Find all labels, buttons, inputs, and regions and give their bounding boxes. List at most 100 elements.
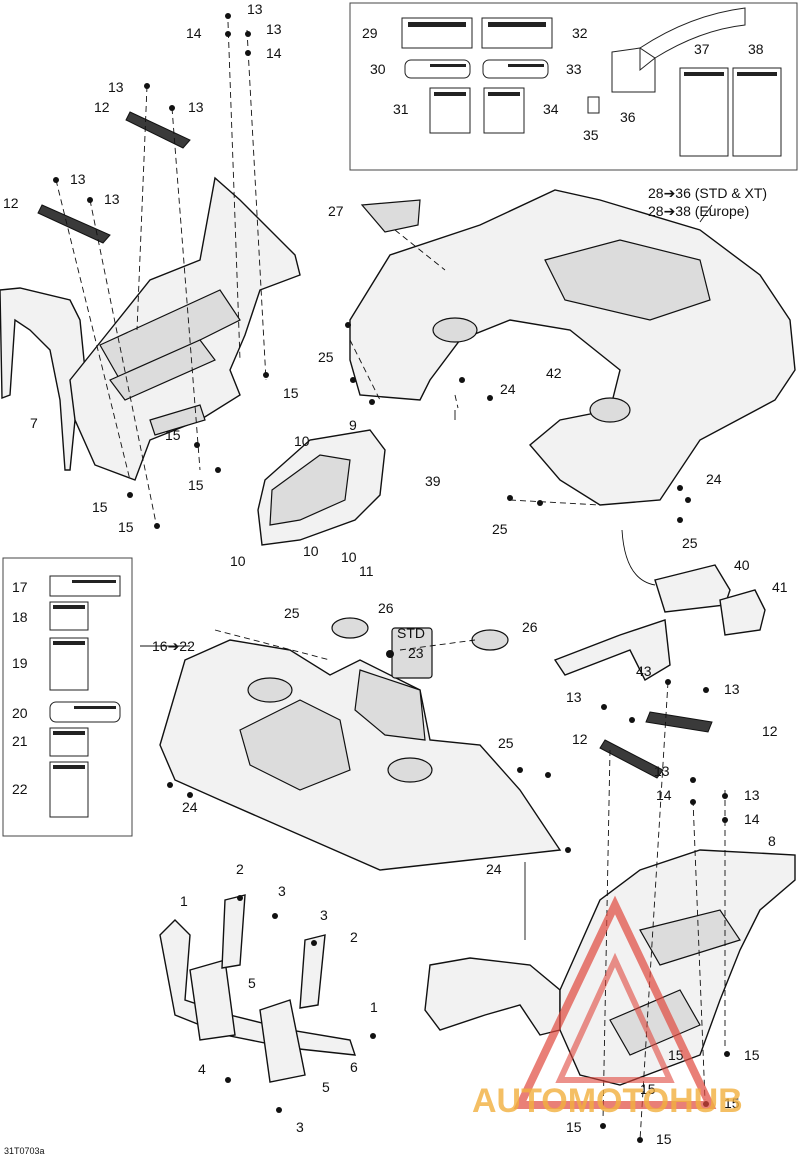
group-std-xt: 28➔36 (STD & XT) <box>648 185 767 201</box>
callout-15: 15 <box>668 1047 684 1063</box>
callout-7: 7 <box>30 415 38 431</box>
decal-group-top <box>401 7 782 157</box>
callout-30: 30 <box>370 61 386 77</box>
callout-24: 24 <box>182 799 198 815</box>
fasteners <box>53 13 730 1143</box>
callout-2: 2 <box>350 929 358 945</box>
callout-15: 15 <box>165 427 181 443</box>
callout-22: 22 <box>12 781 28 797</box>
callout-13: 13 <box>247 1 263 17</box>
callout-34: 34 <box>543 101 559 117</box>
front-bracket <box>257 429 386 546</box>
callout-14: 14 <box>656 787 672 803</box>
callout-25: 25 <box>284 605 300 621</box>
callout-10: 10 <box>341 549 357 565</box>
callout-12: 12 <box>762 723 778 739</box>
callout-41: 41 <box>772 579 788 595</box>
callout-12: 12 <box>572 731 588 747</box>
callout-14: 14 <box>186 25 202 41</box>
diagram-code: 31T0703a <box>4 1146 45 1156</box>
front-bumper <box>159 894 357 1083</box>
callout-13: 13 <box>188 99 204 115</box>
callout-13: 13 <box>104 191 120 207</box>
callout-1: 1 <box>180 893 188 909</box>
callout-15: 15 <box>744 1047 760 1063</box>
callout-36: 36 <box>620 109 636 125</box>
callout-10: 10 <box>303 543 319 559</box>
group-europe: 28➔38 (Europe) <box>648 203 749 219</box>
callout-15: 15 <box>283 385 299 401</box>
callout-3: 3 <box>296 1119 304 1135</box>
callout-8: 8 <box>768 833 776 849</box>
callout-25: 25 <box>492 521 508 537</box>
callout-12: 12 <box>94 99 110 115</box>
callout-38: 38 <box>748 41 764 57</box>
callout-24: 24 <box>706 471 722 487</box>
callout-1: 1 <box>370 999 378 1015</box>
callout-14: 14 <box>266 45 282 61</box>
callout-20: 20 <box>12 705 28 721</box>
callout-labels: 13 14 13 14 13 12 13 13 12 13 7 15 15 15… <box>3 1 788 1147</box>
callout-10: 10 <box>294 433 310 449</box>
watermark: AUTOMOTOHUB <box>472 895 743 1120</box>
callout-26: 26 <box>378 600 394 616</box>
group-decals: 16➔22 <box>152 638 195 654</box>
callout-13: 13 <box>566 689 582 705</box>
callout-2: 2 <box>236 861 244 877</box>
callout-15: 15 <box>656 1131 672 1147</box>
callout-13: 13 <box>266 21 282 37</box>
decal-group-left <box>49 575 121 818</box>
front-body <box>159 617 562 871</box>
callout-15: 15 <box>118 519 134 535</box>
callout-25: 25 <box>318 349 334 365</box>
callout-25: 25 <box>682 535 698 551</box>
callout-39: 39 <box>425 473 441 489</box>
callout-42: 42 <box>546 365 562 381</box>
callout-4: 4 <box>198 1061 206 1077</box>
callout-17: 17 <box>12 579 28 595</box>
rear-body <box>349 189 796 506</box>
callout-13: 13 <box>108 79 124 95</box>
callout-12: 12 <box>3 195 19 211</box>
callout-24: 24 <box>500 381 516 397</box>
callout-13: 13 <box>724 681 740 697</box>
callout-15: 15 <box>566 1119 582 1135</box>
callout-14: 14 <box>744 811 760 827</box>
callout-37: 37 <box>694 41 710 57</box>
callout-23: 23 <box>408 645 424 661</box>
callout-9: 9 <box>349 417 357 433</box>
callout-13: 13 <box>744 787 760 803</box>
callout-15: 15 <box>724 1095 740 1111</box>
footrest-plates-top <box>37 111 191 244</box>
callout-10: 10 <box>230 553 246 569</box>
callout-29: 29 <box>362 25 378 41</box>
decal-box-left <box>2 557 133 837</box>
callout-21: 21 <box>12 733 28 749</box>
callout-13: 13 <box>654 763 670 779</box>
callout-3: 3 <box>320 907 328 923</box>
callout-24: 24 <box>486 861 502 877</box>
callout-15: 15 <box>640 1081 656 1097</box>
front-fender <box>0 176 301 481</box>
callout-32: 32 <box>572 25 588 41</box>
leader-lines <box>55 21 726 1141</box>
callout-19: 19 <box>12 655 28 671</box>
decal-box-top <box>349 2 798 171</box>
watermark-text: AUTOMOTOHUB <box>472 1082 743 1120</box>
callout-15: 15 <box>188 477 204 493</box>
callout-13: 13 <box>70 171 86 187</box>
callout-5: 5 <box>322 1079 330 1095</box>
storage-pieces <box>553 564 766 681</box>
callout-33: 33 <box>566 61 582 77</box>
callout-5: 5 <box>248 975 256 991</box>
callout-35: 35 <box>583 127 599 143</box>
callout-15: 15 <box>92 499 108 515</box>
std-label: STD <box>397 625 425 641</box>
callout-18: 18 <box>12 609 28 625</box>
callout-40: 40 <box>734 557 750 573</box>
callout-6: 6 <box>350 1059 358 1075</box>
callout-3: 3 <box>278 883 286 899</box>
callout-25: 25 <box>498 735 514 751</box>
